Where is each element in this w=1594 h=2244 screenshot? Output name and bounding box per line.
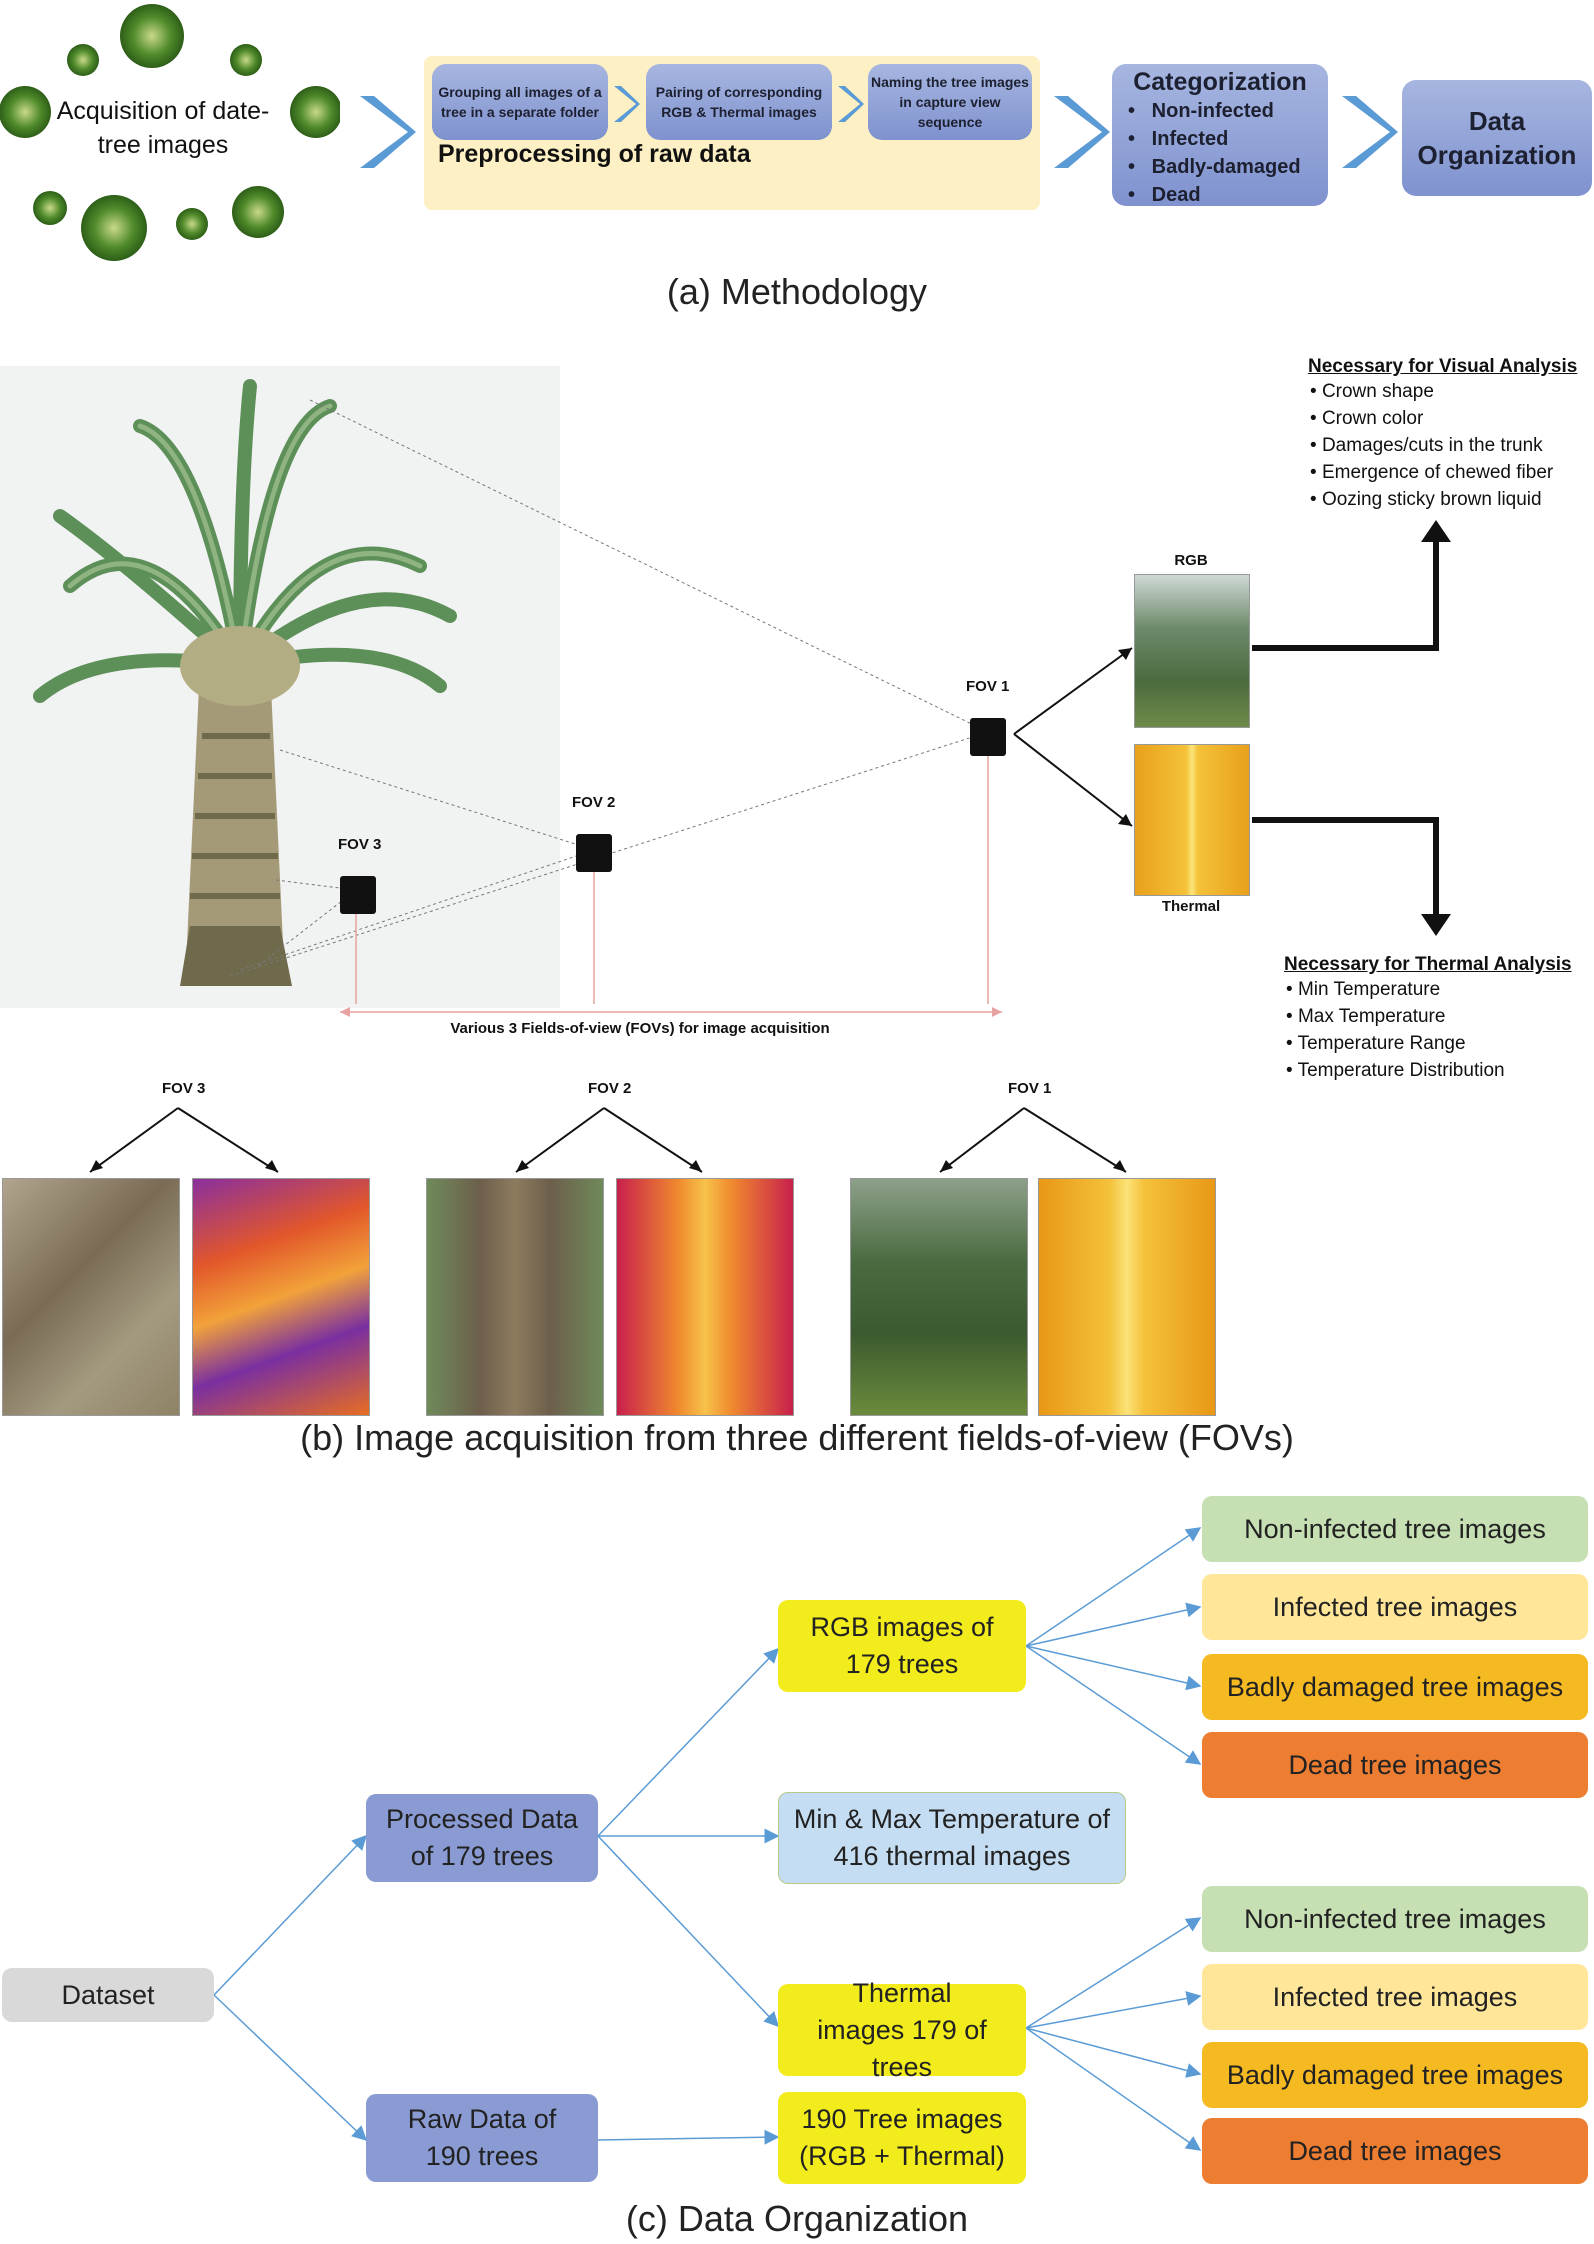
acquisition-caption: (b) Image acquisition from three differe… xyxy=(300,1417,1294,1458)
thermal-item: Max Temperature xyxy=(1286,1003,1572,1030)
thermal-images-box: Thermal images 179 of trees xyxy=(778,1978,1026,2082)
raw-data-box: Raw Data of 190 trees xyxy=(366,2094,598,2182)
visual-analysis-title: Necessary for Visual Analysis xyxy=(1308,356,1578,377)
rgb-non-infected-box: Non-infected tree images xyxy=(1202,1496,1588,1562)
fov2-label: FOV 2 xyxy=(572,794,616,811)
raw-tree-images-text: 190 Tree images (RGB + Thermal) xyxy=(799,2104,1005,2171)
chevron-right-icon xyxy=(1342,96,1398,168)
step-naming-text: Naming the tree images in capture view s… xyxy=(871,74,1029,130)
camera-icon xyxy=(340,876,376,914)
chevron-right-icon xyxy=(838,86,864,122)
visual-item: Emergence of chewed fiber xyxy=(1310,459,1577,486)
fov3-label: FOV 3 xyxy=(338,836,382,853)
processed-data-box: Processed Data of 179 trees xyxy=(366,1794,598,1882)
rgb-badly-damaged-box: Badly damaged tree images xyxy=(1202,1654,1588,1720)
category-label: Badly-damaged xyxy=(1151,156,1301,178)
fov3-thermal-image xyxy=(192,1178,370,1416)
category-label: Dead xyxy=(1151,184,1201,206)
categorization-box: Categorization • Non-infected • Infected… xyxy=(1112,64,1328,206)
step-pairing-text: Pairing of corresponding RGB & Thermal i… xyxy=(655,84,823,120)
step-grouping-box: Grouping all images of a tree in a separ… xyxy=(432,64,608,140)
fov-range-label: Various 3 Fields-of-view (FOVs) for imag… xyxy=(450,1019,830,1037)
preprocessing-label: Preprocessing of raw data xyxy=(438,140,751,168)
fov1-rgb-image xyxy=(850,1178,1028,1416)
step-grouping-text: Grouping all images of a tree in a separ… xyxy=(438,84,602,120)
thermal-images-text: Thermal images 179 of trees xyxy=(817,1977,987,2082)
camera-icon xyxy=(970,718,1006,756)
visual-item: Crown shape xyxy=(1310,378,1577,405)
rgb-infected-box: Infected tree images xyxy=(1202,1574,1588,1640)
thermal-item: Temperature Range xyxy=(1286,1030,1572,1057)
thermal-item: Min Temperature xyxy=(1286,976,1572,1003)
palm-tops-image xyxy=(0,4,340,261)
data-organization-box: Data Organization xyxy=(1402,80,1592,196)
thermal-analysis-list: Necessary for Thermal Analysis Min Tempe… xyxy=(1284,954,1572,1084)
organization-arrows xyxy=(213,1527,1202,2151)
thermal-thumbnail-image xyxy=(1134,744,1250,896)
thermal-item: Temperature Distribution xyxy=(1286,1057,1572,1084)
thermal-infected-box: Infected tree images xyxy=(1202,1964,1588,2030)
acquisition-label: Acquisition of date-tree images xyxy=(56,97,270,159)
fov1-branch-arrows xyxy=(1013,520,1451,936)
organization-caption: (c) Data Organization xyxy=(625,2198,969,2239)
chevron-right-icon xyxy=(360,96,416,168)
raw-data-text: Raw Data of 190 trees xyxy=(407,2104,557,2171)
step-pairing-box: Pairing of corresponding RGB & Thermal i… xyxy=(646,64,832,140)
visual-item: Damages/cuts in the trunk xyxy=(1310,432,1577,459)
fov1-label: FOV 1 xyxy=(966,678,1010,695)
fov3-rgb-image xyxy=(2,1178,180,1416)
fov2-rgb-image xyxy=(426,1178,604,1416)
data-organization-text: Data Organization xyxy=(1417,106,1577,170)
categorization-title: Categorization xyxy=(1133,68,1307,96)
visual-item: Crown color xyxy=(1310,405,1577,432)
fov2-thermal-image xyxy=(616,1178,794,1416)
rgb-images-box: RGB images of 179 trees xyxy=(778,1600,1026,1692)
camera-icon xyxy=(576,834,612,872)
visual-analysis-list: Necessary for Visual Analysis Crown shap… xyxy=(1308,356,1577,513)
chevron-right-icon xyxy=(1054,96,1110,168)
category-item: • Dead xyxy=(1128,184,1201,206)
category-list: • Non-infected • Infected • Badly-damage… xyxy=(1112,97,1328,209)
category-item: • Non-infected xyxy=(1128,100,1274,122)
rgb-label: RGB xyxy=(1174,552,1208,569)
methodology-caption: (a) Methodology xyxy=(666,271,928,312)
fov1-thermal-image xyxy=(1038,1178,1216,1416)
category-item: • Badly-damaged xyxy=(1128,156,1301,178)
rgb-thumbnail-image xyxy=(1134,574,1250,728)
thermal-badly-damaged-box: Badly damaged tree images xyxy=(1202,2042,1588,2108)
step-naming-box: Naming the tree images in capture view s… xyxy=(868,64,1032,140)
rgb-images-text: RGB images of 179 trees xyxy=(810,1612,994,1679)
minmax-temperature-text: Min & Max Temperature of 416 thermal ima… xyxy=(793,1804,1111,1871)
category-item: • Infected xyxy=(1128,128,1229,150)
category-label: Non-infected xyxy=(1151,100,1274,122)
palm-tree-image xyxy=(0,366,560,1008)
fov3-pair-label: FOV 3 xyxy=(162,1080,206,1097)
fov-lines xyxy=(229,399,1002,1017)
chevron-right-icon xyxy=(614,86,640,122)
thermal-dead-box: Dead tree images xyxy=(1202,2118,1588,2184)
fov1-pair-label: FOV 1 xyxy=(1008,1080,1052,1097)
thermal-analysis-title: Necessary for Thermal Analysis xyxy=(1284,954,1572,975)
category-label: Infected xyxy=(1151,128,1229,150)
minmax-temperature-box: Min & Max Temperature of 416 thermal ima… xyxy=(778,1792,1126,1884)
processed-data-text: Processed Data of 179 trees xyxy=(385,1804,579,1871)
thermal-label: Thermal xyxy=(1161,898,1221,915)
visual-item: Oozing sticky brown liquid xyxy=(1310,486,1577,513)
rgb-dead-box: Dead tree images xyxy=(1202,1732,1588,1798)
dataset-box: Dataset xyxy=(2,1968,214,2022)
thermal-non-infected-box: Non-infected tree images xyxy=(1202,1886,1588,1952)
fov-pair-arrows xyxy=(89,1107,1127,1173)
fov2-pair-label: FOV 2 xyxy=(588,1080,632,1097)
raw-tree-images-box: 190 Tree images (RGB + Thermal) xyxy=(778,2092,1026,2184)
